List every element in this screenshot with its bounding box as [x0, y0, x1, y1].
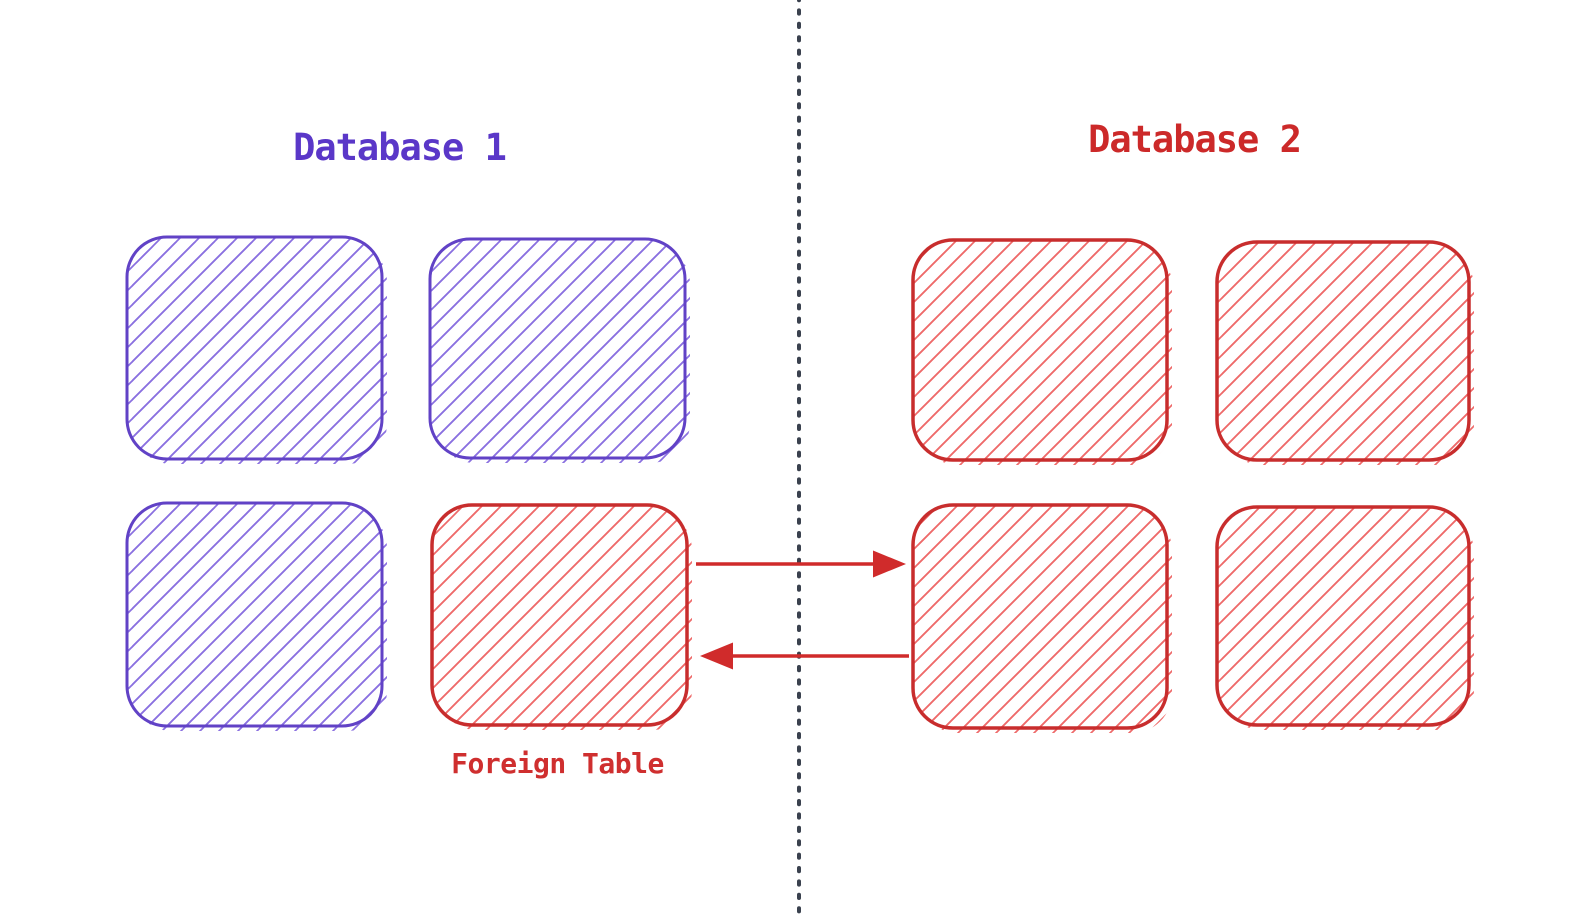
db2-table-box-top-left — [911, 238, 1172, 465]
foreign-table-box — [430, 503, 692, 730]
sync-arrow-right — [696, 550, 906, 578]
db2-table-box-top-right — [1215, 240, 1474, 465]
database1-title: Database 1 — [293, 126, 507, 169]
database2-title: Database 2 — [1088, 118, 1302, 161]
db1-table-box-bottom-left — [125, 501, 387, 731]
sync-arrow-left — [700, 642, 909, 670]
db1-table-box-top-left — [125, 235, 387, 464]
db1-table-box-top-right — [428, 237, 690, 463]
db2-table-box-bottom-right — [1215, 505, 1474, 730]
foreign-table-label: Foreign Table — [451, 747, 664, 780]
db2-table-box-bottom-left — [911, 503, 1172, 733]
